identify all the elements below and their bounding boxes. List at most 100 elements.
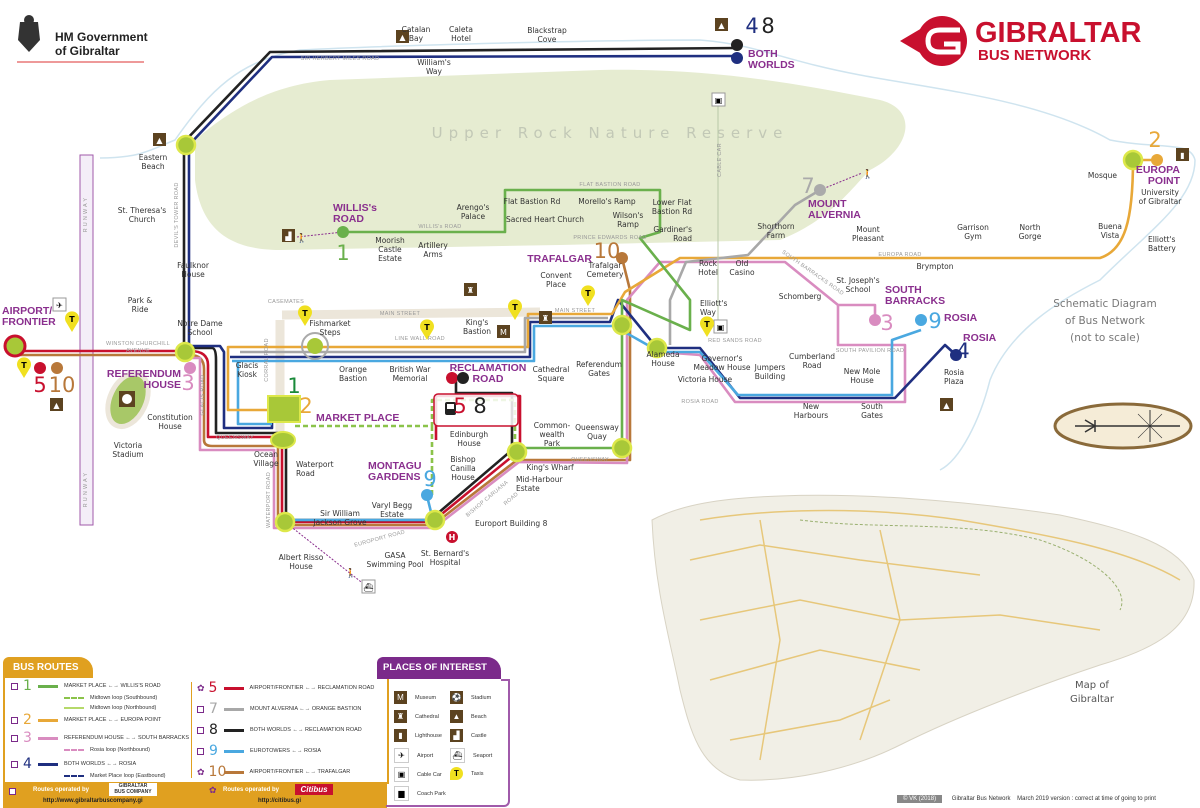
interchange-node[interactable] [506,441,528,463]
taxi-icon: T [420,319,434,340]
svg-text:T: T [302,309,308,318]
taxi-icon: T [298,305,313,326]
taxis-icon: T [450,767,463,780]
road-label: ROAD [503,491,520,507]
interchange-node[interactable] [274,511,296,533]
legend-route-number: 5 [208,680,218,696]
legend-route-number: 10 [208,764,227,780]
route-2-line[interactable] [226,158,1157,412]
terminus-stop-dot[interactable] [337,226,349,238]
terminus-stop-dot[interactable] [51,362,63,374]
road-label: WILLIS's ROAD [418,224,461,230]
terminus-stop-dot[interactable] [616,252,628,264]
terminus-stop-dot[interactable] [1151,154,1163,166]
interchange-node[interactable] [175,134,197,156]
beach-icon: ▲ [940,398,953,411]
interchange-node[interactable] [3,334,27,358]
station-label: King's Wharf [526,463,574,472]
road-label: WATERPORT ROAD [266,472,272,528]
operated-by-gbc-label: Routes operated by [33,787,90,793]
legend-route-text: MARKET PLACE ←→ EUROPA POINT [64,717,162,723]
legend-route-number: 1 [23,678,32,694]
legend-route-text: AIRPORT/FRONTIER ←→ RECLAMATION ROAD [249,685,375,691]
taxi-icon: T [699,316,714,337]
bus-routes-title: BUS ROUTES [3,657,93,679]
interchange-node[interactable] [424,509,446,531]
road-label: MAIN STREET [380,311,421,317]
copyright: © VK (2018) [897,795,943,803]
station-label: Park &Ride [128,296,153,314]
gbc-square-icon [9,788,16,795]
footer-credit: © VK (2018) Gibraltar Bus Network March … [897,795,1156,803]
terminus-label: ROSIA [944,312,978,324]
terminus-stop-dot[interactable] [446,372,458,384]
road-label: FLAT BASTION ROAD [579,182,640,188]
operators-band: Routes operated by GIBRALTAR BUS COMPANY… [3,782,387,808]
fishmarket-interchange[interactable] [307,338,323,354]
route-1-line[interactable] [343,188,692,450]
terminus-label: TRAFALGAR [527,253,592,265]
route-8-line[interactable] [182,46,738,522]
interchange-node[interactable] [270,431,296,449]
interchange-node[interactable] [646,337,668,359]
airport-icon: ✈ [52,297,67,312]
legend-poi-stadium: ⚽Stadium [450,691,491,704]
walking-icon: 🚶 [862,168,873,180]
market-place-interchange[interactable] [267,395,301,423]
terminus-stop-dot[interactable] [814,184,826,196]
interchange-node[interactable] [611,437,633,459]
legend-poi-cable-car: ▣Cable Car [394,767,442,782]
legend-poi-lighthouse: ▮Lighthouse [394,729,442,742]
terminus-stop-dot[interactable] [184,362,196,374]
terminus-stop-dot[interactable] [950,349,962,361]
route-7-line[interactable] [240,188,821,354]
legend-subline: Midtown loop (Northbound) [64,704,156,711]
terminus-stop-dot[interactable] [34,362,46,374]
interchange-node[interactable] [611,314,633,336]
terminus-stop-dot[interactable] [869,314,881,326]
gbc-square-icon [11,760,18,768]
svg-text:▣: ▣ [717,323,725,332]
seaport-icon: ⛴ [361,579,376,594]
fishmarket-interchange-ring [301,332,329,360]
svg-text:T: T [512,303,518,312]
terminus-stop-dot[interactable] [731,39,743,51]
svg-text:▣: ▣ [715,96,723,105]
citibus-url-link[interactable]: http://citibus.gi [258,798,301,804]
gbc-url-link[interactable]: http://www.gibraltarbuscompany.gi [43,798,143,804]
coach-park-icon [445,402,456,415]
terminus-stop-dot[interactable] [915,314,927,326]
road-label: CORRAL ROAD [264,338,270,381]
runway [79,154,94,526]
interchange-node[interactable] [174,341,196,363]
interchange-node[interactable] [1122,149,1144,171]
terminus-stop-dot[interactable] [457,372,469,384]
terminus-stop-dot[interactable] [421,489,433,501]
walking-path-seaport [284,521,366,586]
road-label: DEVIL'S TOWER ROAD [174,182,180,247]
legend-poi-label: Cable Car [417,771,442,778]
terminus-stop-dot[interactable] [731,52,743,64]
museum-icon: M [497,325,510,338]
legend-route-text: BOTH WORLDS ←→ ROSIA [64,761,137,767]
